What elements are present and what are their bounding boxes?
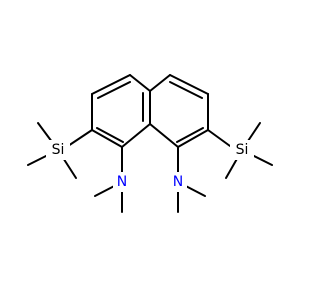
bond [67,129,93,147]
bond [149,74,171,92]
si-right-mask [230,140,254,160]
bond [97,81,131,99]
n-right-mask [169,172,187,192]
n-left-label: N [117,174,127,190]
bond [129,74,151,92]
bond [121,123,151,148]
bond [169,74,209,95]
si-left-mask [46,140,70,160]
n-right-label: N [173,174,183,190]
bonds [27,74,273,213]
structure-canvas: Si Si N N [27,74,273,213]
bond [177,129,209,148]
bond [176,127,204,143]
si-left-label: Si [52,142,65,158]
bond [96,127,124,143]
molecule-structure: Si Si N N [27,74,273,213]
bond [169,81,203,99]
atom-labels: Si Si N N [46,140,254,192]
bond [207,129,231,147]
si-right-label: Si [236,142,249,158]
bond [91,129,123,148]
bond [91,74,131,95]
n-left-mask [113,172,131,192]
bond [149,123,179,148]
